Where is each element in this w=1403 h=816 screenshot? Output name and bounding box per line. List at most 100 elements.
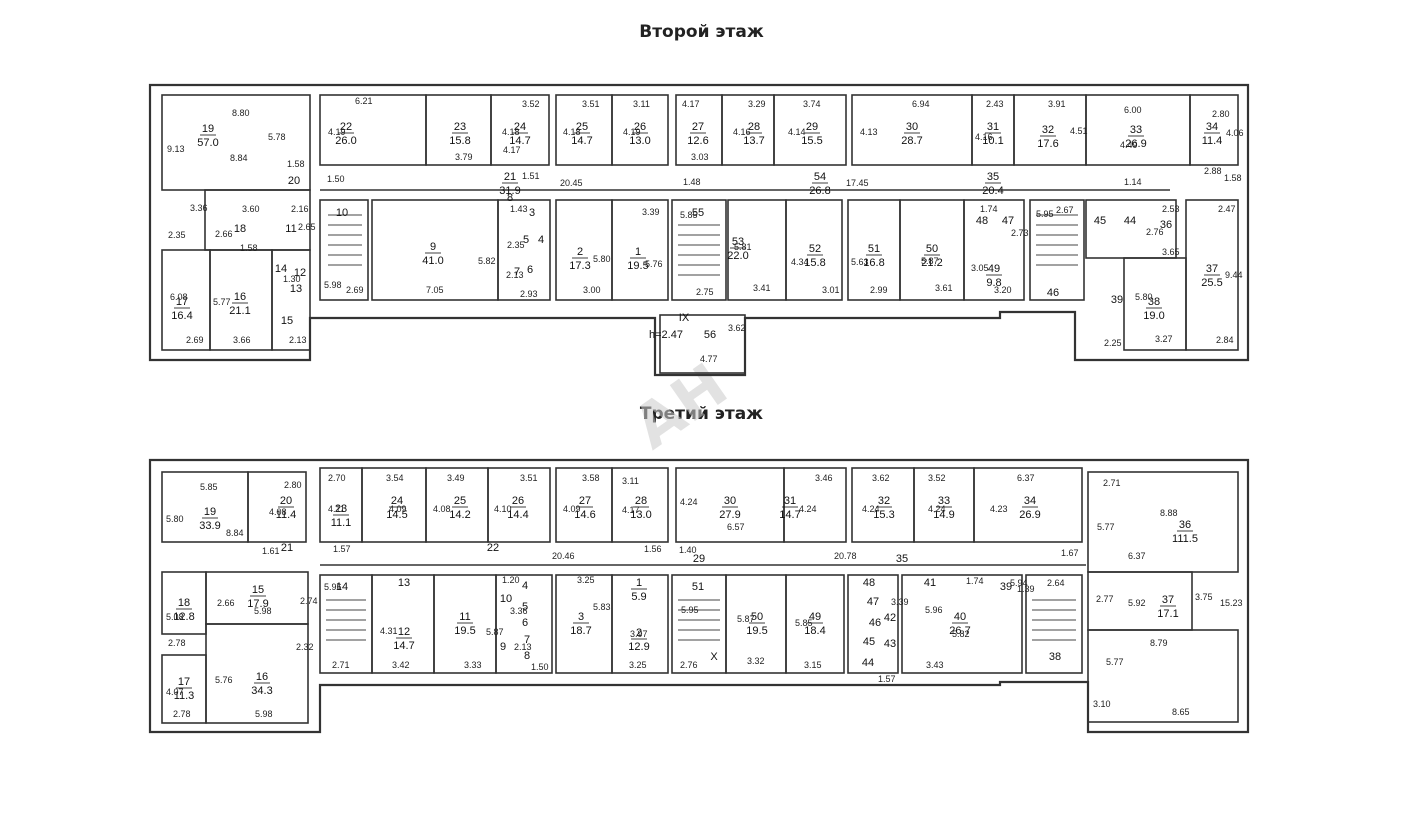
dimension-label: 4.19	[328, 127, 346, 137]
room-label: 13	[290, 283, 302, 295]
room-area: 19.5	[454, 625, 475, 637]
dimension-label: 3.32	[747, 656, 765, 666]
room-label: 41	[924, 577, 936, 589]
dimension-label: 3.62	[728, 323, 746, 333]
room-area: 14.7	[393, 640, 414, 652]
room-number: 49	[988, 263, 1000, 275]
dimension-label: 3.58	[582, 473, 600, 483]
dimension-label: 3.03	[691, 152, 709, 162]
dimension-label: 3.51	[520, 473, 538, 483]
room-number: 17	[178, 676, 190, 688]
dimension-label: 3.15	[804, 660, 822, 670]
dimension-label: 2.13	[289, 335, 307, 345]
dimension-label: 5.80	[166, 514, 184, 524]
dimension-label: 5.63	[851, 257, 869, 267]
room-label: 8	[507, 192, 513, 204]
dimension-label: 1.51	[522, 171, 540, 181]
room-label: 45	[863, 636, 875, 648]
room-area: 21.2	[921, 257, 942, 269]
room-number: 31	[987, 121, 999, 133]
room-area: 21.1	[229, 305, 250, 317]
room-label: 47	[1002, 215, 1014, 227]
room-area: 28.7	[901, 135, 922, 147]
room-number: 20	[280, 495, 292, 507]
room-area: 27.9	[719, 509, 740, 521]
second-floor-room-labels: 1957.02226.02315.82414.72514.72613.02712…	[171, 121, 1222, 322]
room-label: 39	[1111, 294, 1123, 306]
room-area: 20.4	[982, 185, 1003, 197]
dimension-label: 8.80	[232, 108, 250, 118]
dimension-label: 2.67	[1056, 205, 1074, 215]
dimension-label: 4.77	[700, 354, 718, 364]
dimension-label: 2.76	[680, 660, 698, 670]
dimension-label: 1.61	[262, 546, 280, 556]
room-area: 26.9	[1019, 509, 1040, 521]
dimension-label: 9.13	[167, 144, 185, 154]
dimension-label: 4.06	[1226, 128, 1244, 138]
dimension-label: 3.36	[190, 203, 208, 213]
dimension-label: 5.98	[324, 280, 342, 290]
watermark-logo: АН	[621, 350, 740, 463]
room-number: 30	[724, 495, 736, 507]
room-area: 26.9	[1125, 138, 1146, 150]
dimension-label: 3.41	[753, 283, 771, 293]
dimension-label: 6.08	[170, 292, 188, 302]
dimension-label: 3.51	[582, 99, 600, 109]
room-label: 14	[275, 263, 287, 275]
room-label: X	[710, 651, 718, 663]
dimension-label: 5.87	[921, 256, 939, 266]
dimension-label: 3.49	[447, 473, 465, 483]
dimension-label: 3.61	[935, 283, 953, 293]
dimension-label: 5.81	[734, 242, 752, 252]
room-area: 26.7	[949, 625, 970, 637]
room-number: 33	[938, 495, 950, 507]
room-label: 8	[524, 650, 530, 662]
room-number: 12	[398, 626, 410, 638]
dimension-label: 1.57	[333, 544, 351, 554]
room-number: 40	[954, 611, 966, 623]
dimension-label: 4.24	[862, 504, 880, 514]
dimension-label: 2.13	[506, 270, 524, 280]
dimension-label: 5.95	[1036, 209, 1054, 219]
dimension-label: 20.45	[560, 178, 583, 188]
room-label: 5	[522, 601, 528, 613]
dimension-label: 1.58	[287, 159, 305, 169]
dimension-label: 4.13	[860, 127, 878, 137]
room-number: 53	[732, 236, 744, 248]
dimension-label: 3.11	[622, 476, 639, 486]
third-floor-plan	[148, 458, 1250, 734]
dimension-label: 3.39	[891, 597, 909, 607]
dimension-label: 2.78	[168, 638, 186, 648]
room-label: 21	[281, 542, 293, 554]
room-area: 12.6	[687, 135, 708, 147]
room-number: 34	[1206, 121, 1218, 133]
dimension-label: 3.39	[642, 207, 660, 217]
room-area: 14.7	[779, 509, 800, 521]
dimension-label: 5.98	[255, 709, 273, 719]
room-area: 17.6	[1037, 138, 1058, 150]
dimension-label: 5.85	[795, 618, 813, 628]
dimension-label: 3.29	[748, 99, 766, 109]
dimension-label: 5.92	[1128, 598, 1146, 608]
room-area: 14.4	[507, 509, 528, 521]
dimension-label: 1.20	[502, 575, 520, 585]
room-area: 31.9	[499, 185, 520, 197]
dimension-label: 2.76	[1146, 227, 1164, 237]
room-number: 15	[252, 584, 264, 596]
dimension-label: 3.05	[971, 263, 989, 273]
dimension-label: 1.50	[327, 174, 345, 184]
dimension-label: 4.31	[380, 626, 398, 636]
dimension-label: 1.14	[1124, 177, 1142, 187]
dimension-label: 4.18	[563, 127, 581, 137]
dimension-label: 3.42	[392, 660, 410, 670]
room-label: 48	[976, 215, 988, 227]
dimension-label: 1.39	[1017, 584, 1035, 594]
room-label: 42	[884, 612, 896, 624]
room-label: 47	[867, 596, 879, 608]
dimension-label: 4.49	[1120, 140, 1138, 150]
dimension-label: 17.45	[846, 178, 869, 188]
dimension-label: 2.43	[986, 99, 1004, 109]
room-number: 52	[809, 243, 821, 255]
dimension-label: 3.74	[803, 99, 821, 109]
room-number: 23	[454, 121, 466, 133]
